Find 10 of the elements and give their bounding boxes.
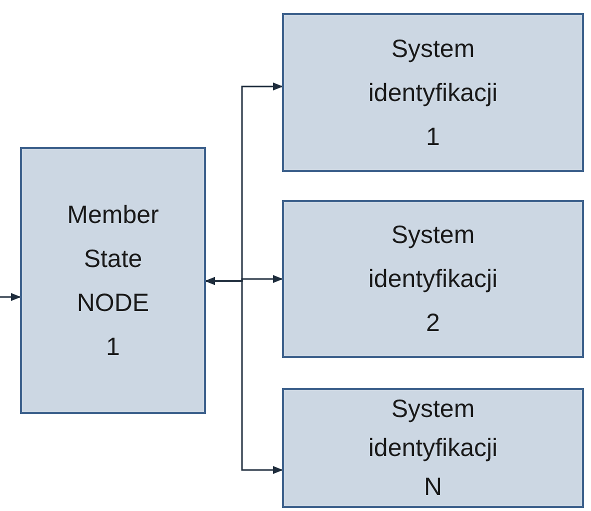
- box-label: System identyfikacji 1: [367, 34, 499, 152]
- arrow: [0, 293, 21, 301]
- arrow: [205, 277, 283, 474]
- process-box: [282, 13, 584, 172]
- process-box: [20, 147, 206, 414]
- process-box: [282, 200, 584, 358]
- process-box: [282, 388, 584, 508]
- box-label: Member State NODE 1: [66, 200, 160, 362]
- box-label: System identyfikacji 2: [367, 220, 499, 339]
- box-label: System identyfikacji N: [367, 394, 499, 502]
